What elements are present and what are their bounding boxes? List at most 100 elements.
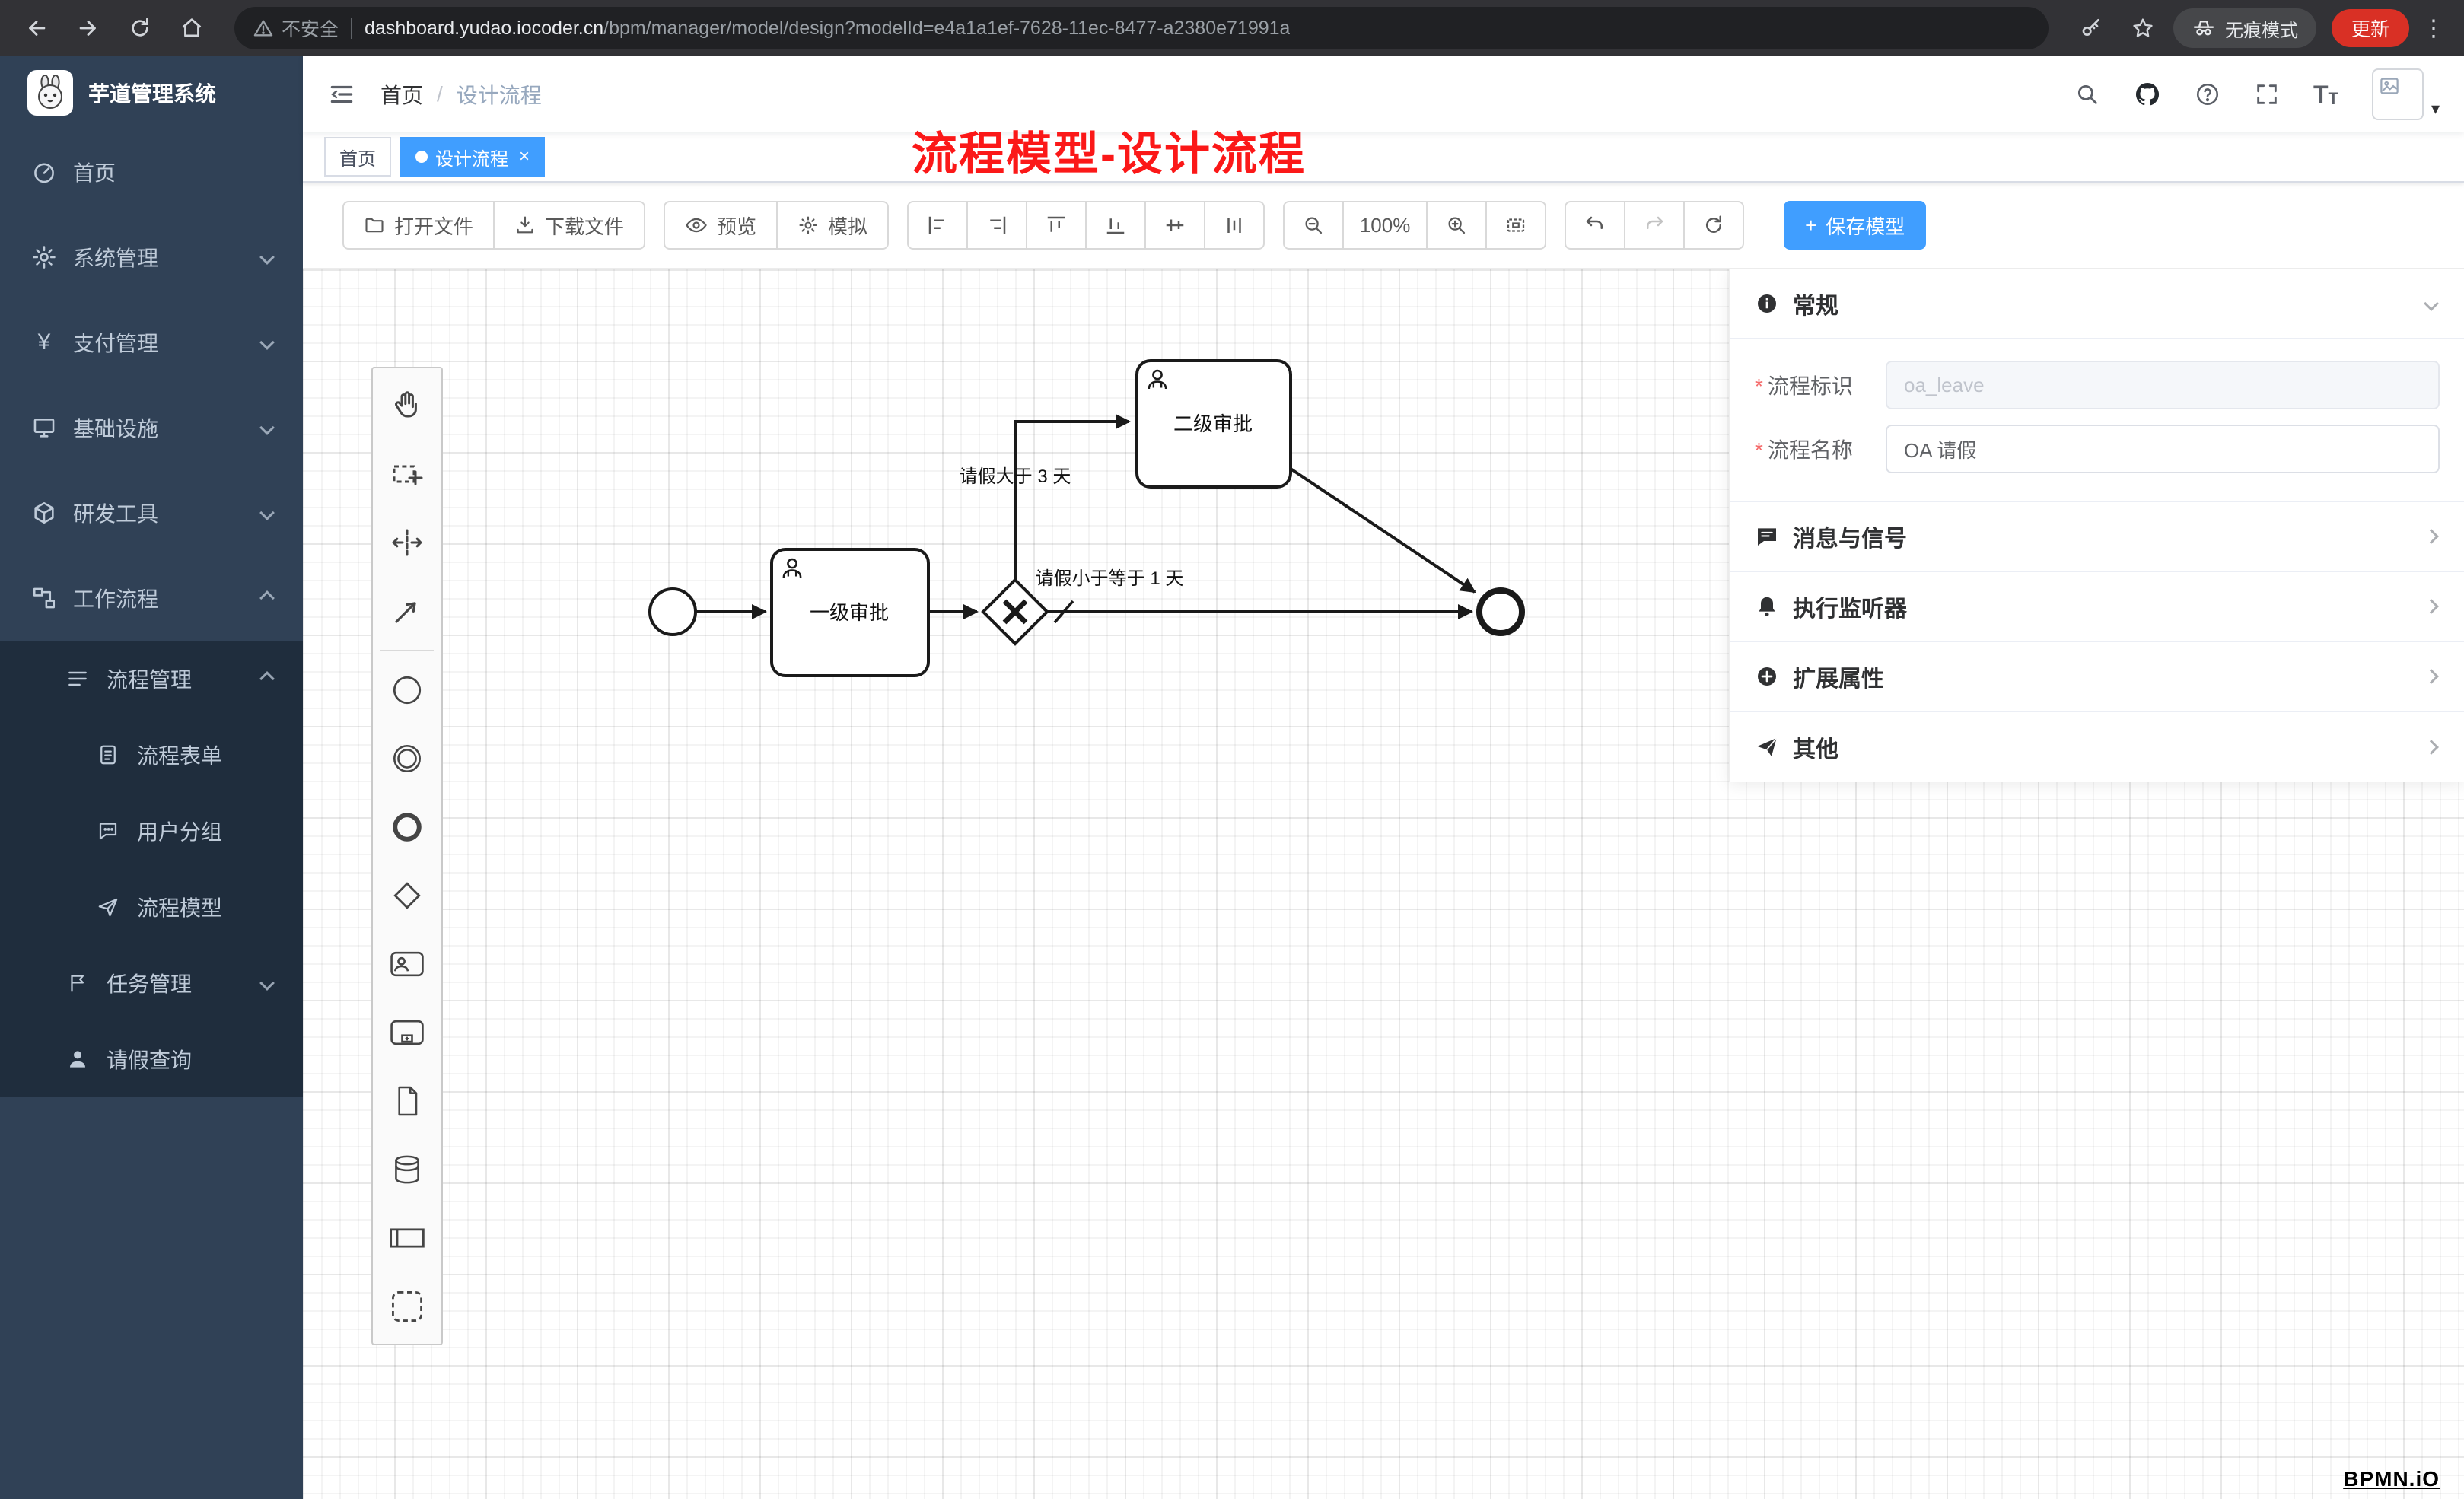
sidebar-item-process-model[interactable]: 流程模型 [0, 869, 303, 945]
lasso-tool[interactable] [373, 440, 441, 508]
create-start-event[interactable] [373, 656, 441, 724]
flow-task2-to-end[interactable] [1289, 467, 1476, 594]
flow-label-le-1-day[interactable]: 请假小于等于 1 天 [1036, 568, 1184, 589]
help-icon[interactable] [2195, 81, 2220, 107]
security-chip[interactable]: 不安全 [253, 14, 339, 42]
sidebar-item-workflow[interactable]: 工作流程 [0, 555, 303, 641]
tab-home[interactable]: 首页 [324, 137, 391, 177]
chevron-right-icon [2424, 669, 2439, 684]
sidebar-item-user-group[interactable]: 用户分组 [0, 793, 303, 869]
preview-button[interactable]: 预览 [664, 201, 778, 250]
fullscreen-icon[interactable] [2254, 81, 2280, 107]
yen-icon: ¥ [37, 329, 51, 355]
task-level2-approval[interactable]: 二级审批 [1135, 359, 1292, 489]
update-button[interactable]: 更新 [2331, 9, 2409, 47]
panel-section-extended-attrs[interactable]: 扩展属性 [1730, 642, 2464, 712]
simulate-button[interactable]: 模拟 [776, 201, 890, 250]
bpmn-palette [371, 367, 443, 1345]
process-name-input[interactable] [1886, 425, 2440, 473]
security-label: 不安全 [282, 19, 339, 40]
flow-gateway-to-task2[interactable] [1014, 414, 1131, 580]
zoom-in-button[interactable] [1426, 201, 1488, 250]
process-key-input [1886, 361, 2440, 409]
open-file-button[interactable]: 打开文件 [342, 201, 495, 250]
bpmn-canvas[interactable]: 请假大于 3 天 请假小于等于 1 天 一级审批 [303, 268, 2464, 1499]
sidebar-item-devtools[interactable]: 研发工具 [0, 470, 303, 555]
panel-section-execution-listener[interactable]: 执行监听器 [1730, 572, 2464, 642]
end-event[interactable] [1476, 587, 1525, 636]
create-gateway[interactable] [373, 861, 441, 930]
align-left-button[interactable] [907, 201, 969, 250]
panel-section-other[interactable]: 其他 [1730, 712, 2464, 782]
task-level1-approval[interactable]: 一级审批 [770, 548, 930, 677]
task-label: 二级审批 [1173, 412, 1253, 435]
incognito-label: 无痕模式 [2224, 20, 2298, 41]
list-icon [64, 667, 91, 691]
create-participant[interactable] [373, 1204, 441, 1272]
align-right-button[interactable] [966, 201, 1028, 250]
undo-button[interactable] [1565, 201, 1626, 250]
save-model-button[interactable]: + 保存模型 [1784, 201, 1927, 250]
align-top-button[interactable] [1026, 201, 1087, 250]
exclusive-gateway[interactable] [981, 578, 1049, 646]
create-end-event[interactable] [373, 793, 441, 861]
panel-section-message-signal[interactable]: 消息与信号 [1730, 502, 2464, 572]
tab-close-icon[interactable]: × [519, 146, 530, 167]
flow-label-gt-3-days[interactable]: 请假大于 3 天 [960, 466, 1071, 487]
bookmark-star-icon[interactable] [2122, 7, 2164, 49]
align-center-button[interactable] [1144, 201, 1206, 250]
sidebar-item-home[interactable]: 首页 [0, 129, 303, 215]
sidebar-item-leave-query[interactable]: 请假查询 [0, 1021, 303, 1097]
zoom-fit-button[interactable] [1485, 201, 1547, 250]
sidebar-item-payment[interactable]: ¥ 支付管理 [0, 300, 303, 385]
message-icon [1755, 524, 1779, 549]
redo-button[interactable] [1624, 201, 1686, 250]
sidebar-item-system[interactable]: 系统管理 [0, 215, 303, 300]
address-bar[interactable]: 不安全 dashboard.yudao.iocoder.cn/bpm/manag… [234, 7, 2049, 49]
sidebar-item-infra[interactable]: 基础设施 [0, 385, 303, 470]
browser-menu-icon[interactable]: ⋮ [2422, 15, 2445, 41]
app-logo [27, 70, 73, 116]
hamburger-icon[interactable] [327, 80, 356, 109]
panel-section-general[interactable]: 常规 [1730, 269, 2464, 339]
hand-tool[interactable] [373, 371, 441, 440]
create-intermediate-event[interactable] [373, 724, 441, 793]
global-connect-tool[interactable] [373, 577, 441, 645]
app-logo-row[interactable]: 芋道管理系统 [0, 56, 303, 129]
github-icon[interactable] [2134, 81, 2161, 108]
sidebar-item-label: 请假查询 [107, 1049, 193, 1072]
password-key-icon[interactable] [2070, 7, 2112, 49]
sidebar-item-task-mgmt[interactable]: 任务管理 [0, 945, 303, 1021]
button-label: 下载文件 [545, 215, 625, 238]
create-group[interactable] [373, 1272, 441, 1341]
reset-button[interactable] [1683, 201, 1745, 250]
tab-label: 首页 [339, 148, 376, 170]
dashboard-icon [30, 159, 58, 185]
sequence-flows[interactable] [696, 414, 1476, 624]
create-data-store[interactable] [373, 1135, 441, 1204]
forward-icon[interactable] [67, 7, 110, 49]
download-file-button[interactable]: 下载文件 [493, 201, 646, 250]
sidebar-item-process-form[interactable]: 流程表单 [0, 717, 303, 793]
sidebar-item-process-mgmt[interactable]: 流程管理 [0, 641, 303, 717]
create-user-task[interactable] [373, 930, 441, 998]
bpmnio-watermark[interactable]: BPMN.iO [2343, 1467, 2440, 1491]
start-event[interactable] [648, 587, 697, 636]
reload-icon[interactable] [119, 7, 161, 49]
back-icon[interactable] [15, 7, 58, 49]
space-tool[interactable] [373, 508, 441, 577]
user-avatar-menu[interactable]: ▾ [2371, 68, 2440, 120]
create-data-object[interactable] [373, 1067, 441, 1135]
home-icon[interactable] [170, 7, 213, 49]
create-subprocess[interactable] [373, 998, 441, 1067]
sidebar-item-label: 任务管理 [107, 972, 193, 996]
chat-group-icon [94, 820, 122, 842]
align-bottom-button[interactable] [1085, 201, 1147, 250]
search-icon[interactable] [2074, 81, 2100, 107]
tab-design-process[interactable]: 设计流程 × [400, 137, 546, 177]
required-asterisk: * [1755, 374, 1763, 398]
breadcrumb-home[interactable]: 首页 [380, 84, 424, 107]
zoom-out-button[interactable] [1283, 201, 1345, 250]
distribute-button[interactable] [1204, 201, 1265, 250]
